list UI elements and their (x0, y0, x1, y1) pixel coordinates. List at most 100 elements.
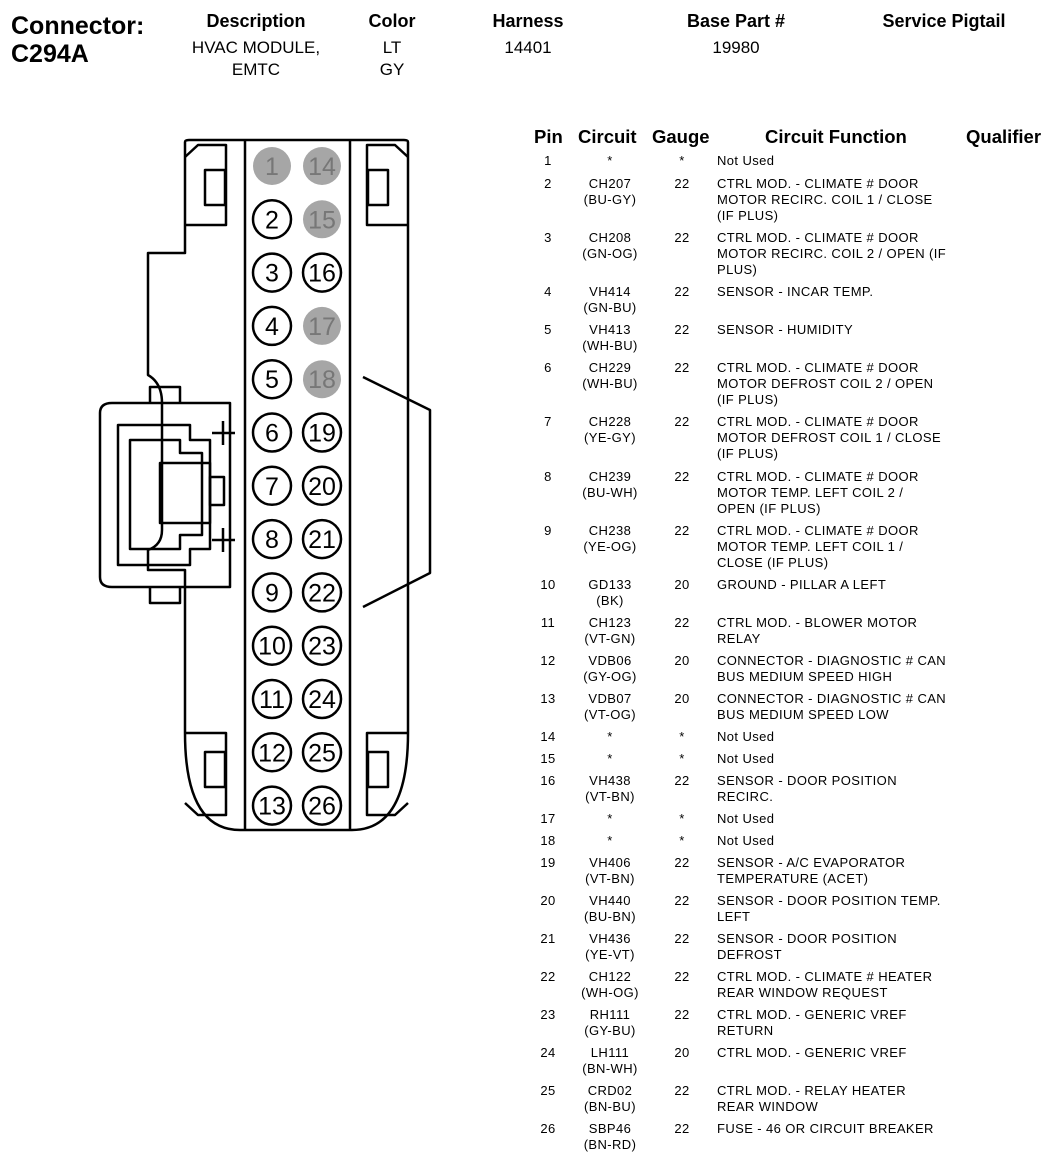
circuit-cell: * (607, 811, 613, 826)
pin-cell: 26 (540, 1121, 556, 1136)
pin-cell: 14 (540, 729, 556, 744)
gauge-cell: 20 (674, 577, 690, 592)
pin-cell: 12 (540, 653, 556, 668)
pin-22-label: 22 (308, 579, 336, 607)
pin-cell: 22 (540, 969, 556, 984)
pin-13-label: 13 (258, 793, 286, 821)
pin-5-cavity (251, 358, 293, 400)
pin-cell: 24 (540, 1045, 556, 1060)
circuit-cell: LH111 (BN-WH) (582, 1045, 638, 1076)
function-cell: Not Used (717, 153, 775, 168)
gauge-cell: 22 (674, 230, 690, 245)
pin-12-cavity (251, 732, 293, 773)
base-part-header: Base Part # (686, 11, 786, 31)
function-cell: CONNECTOR - DIAGNOSTIC # CAN BUS MEDIUM … (717, 691, 947, 722)
gauge-cell: 20 (674, 1045, 690, 1060)
latch-arm (116, 423, 212, 567)
description-header: Description (206, 11, 306, 31)
function-cell: CTRL MOD. - CLIMATE # DOOR MOTOR TEMP. L… (717, 469, 919, 516)
pin-20-label: 20 (308, 473, 336, 501)
pin-circles-group: 1234567891011121314151617181920212223242… (251, 147, 343, 826)
circuit-cell: * (607, 751, 613, 766)
pin-8-cavity (251, 518, 293, 560)
pin-cell: 23 (540, 1007, 556, 1022)
pin-19-cavity (301, 412, 343, 453)
pin-17-cavity (303, 306, 341, 345)
circuit-cell: VH440 (BU-BN) (584, 893, 636, 924)
pin-15-label: 15 (308, 206, 336, 234)
pin-cell: 17 (540, 811, 556, 826)
top-right-clip (365, 143, 409, 227)
gauge-cell: * (679, 729, 685, 744)
pin-6-cavity (251, 412, 293, 453)
gauge-cell: 22 (674, 322, 690, 337)
color-value: LT GY (352, 37, 432, 81)
function-cell: CTRL MOD. - CLIMATE # DOOR MOTOR RECIRC.… (717, 176, 933, 223)
function-cell: FUSE - 46 OR CIRCUIT BREAKER (717, 1121, 934, 1136)
function-cell: CTRL MOD. - CLIMATE # DOOR MOTOR RECIRC.… (717, 230, 947, 277)
function-cell: CTRL MOD. - BLOWER MOTOR RELAY (717, 615, 918, 646)
pin-2-label: 2 (265, 206, 279, 234)
pin-1-cavity (253, 147, 291, 185)
pin-cell: 20 (540, 893, 556, 908)
pin-12-label: 12 (258, 739, 286, 767)
pin-cell: 18 (540, 833, 556, 848)
description-line-2: EMTC (231, 60, 281, 79)
gauge-cell: 20 (674, 653, 690, 668)
pin-10-label: 10 (258, 633, 286, 661)
gauge-cell: * (679, 833, 685, 848)
gauge-cell: 22 (674, 855, 690, 870)
bottom-left-clip-window (203, 750, 227, 789)
circuit-cell: * (607, 729, 613, 744)
gauge-cell: 22 (674, 523, 690, 538)
pin-7-label: 7 (265, 473, 279, 501)
pin-cell: 8 (544, 469, 552, 484)
function-cell: GROUND - PILLAR A LEFT (717, 577, 887, 592)
function-cell: Not Used (717, 751, 775, 766)
harness-header: Harness (492, 11, 564, 31)
function-column-header: Circuit Function (765, 126, 907, 147)
pin-cell: 11 (540, 615, 556, 630)
base-part-value: 19980 (712, 38, 760, 57)
circuit-cell: * (607, 833, 613, 848)
pin-6-label: 6 (265, 420, 279, 448)
gauge-cell: * (679, 811, 685, 826)
pin-14-cavity (303, 147, 341, 185)
gauge-cell: 22 (674, 969, 690, 984)
circuit-cell: CH228 (YE-GY) (584, 414, 636, 445)
function-cell: SENSOR - INCAR TEMP. (717, 284, 874, 299)
function-cell: CTRL MOD. - GENERIC VREF (717, 1045, 907, 1060)
description-value: HVAC MODULE, EMTC (160, 37, 352, 81)
gauge-cell: 22 (674, 931, 690, 946)
pin-cell: 5 (544, 322, 552, 337)
gauge-cell: 22 (674, 176, 690, 191)
function-cell: Not Used (717, 833, 775, 848)
pin-11-label: 11 (259, 686, 285, 714)
connector-face-diagram: 1234567891011121314151617181920212223242… (98, 138, 432, 832)
pin-26-cavity (301, 785, 343, 826)
connector-id: C294A (11, 40, 89, 68)
latch-bottom-tab (148, 587, 182, 605)
function-cell: SENSOR - A/C EVAPORATOR TEMPERATURE (ACE… (717, 855, 906, 886)
latch-stub (208, 475, 226, 507)
pin-3-cavity (251, 252, 293, 293)
bottom-left-clip (184, 731, 228, 817)
top-left-clip (184, 143, 228, 227)
pin-9-cavity (251, 572, 293, 613)
pin-13-cavity (251, 785, 293, 826)
gauge-cell: 22 (674, 773, 690, 788)
function-cell: SENSOR - HUMIDITY (717, 322, 854, 337)
circuit-cell: CH229 (WH-BU) (582, 360, 638, 391)
pin-18-label: 18 (308, 366, 336, 394)
function-cell: Not Used (717, 729, 775, 744)
circuit-cell: VH406 (VT-BN) (585, 855, 635, 886)
function-cell: CONNECTOR - DIAGNOSTIC # CAN BUS MEDIUM … (717, 653, 947, 684)
pin-8-label: 8 (265, 526, 279, 554)
pin-cell: 10 (540, 577, 556, 592)
circuit-cell: VDB07 (VT-OG) (584, 691, 636, 722)
function-cell: CTRL MOD. - CLIMATE # DOOR MOTOR TEMP. L… (717, 523, 919, 570)
circuit-cell: CH122 (WH-OG) (581, 969, 639, 1000)
circuit-cell: * (607, 153, 613, 168)
description-line-1: HVAC MODULE, (191, 38, 321, 57)
pin-cell: 13 (540, 691, 556, 706)
